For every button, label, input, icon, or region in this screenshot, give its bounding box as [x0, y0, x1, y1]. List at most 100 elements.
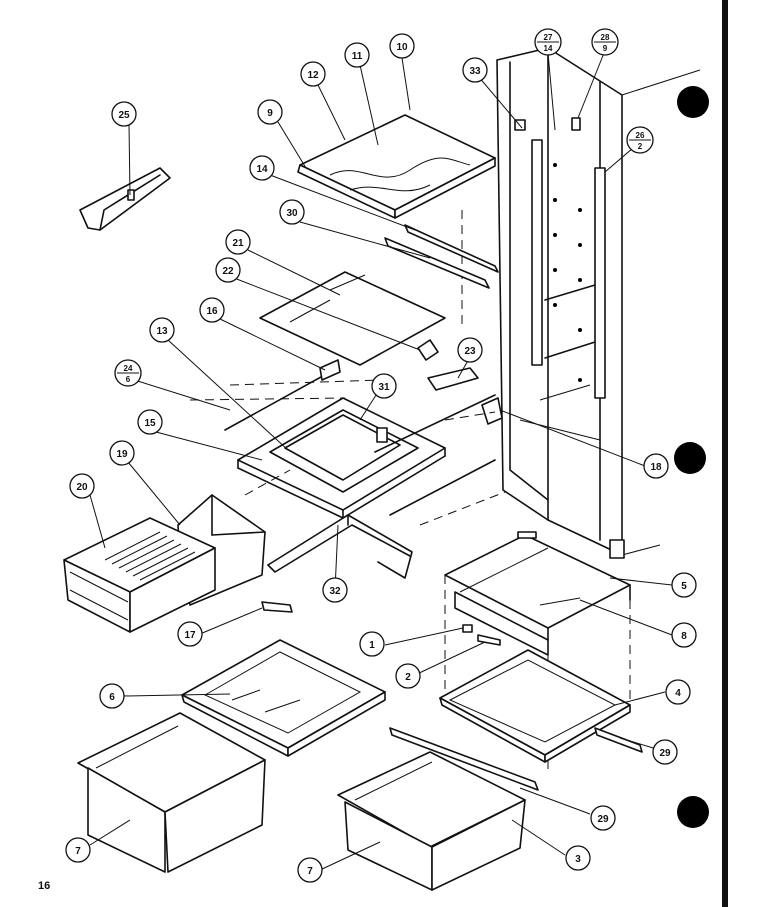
- svg-text:20: 20: [76, 482, 88, 493]
- part-23-bracket: [417, 339, 503, 425]
- svg-text:16: 16: [206, 306, 218, 317]
- part-2-slide: [477, 634, 501, 646]
- callout-30: 30: [279, 199, 305, 225]
- callout-25: 25: [111, 101, 137, 127]
- part-15-crisper-frame: [237, 397, 446, 519]
- part-11-glass-shelf: [297, 114, 496, 219]
- part-4-drawer-frame: [439, 649, 631, 763]
- part-25-bracket: [79, 167, 171, 231]
- svg-text:2: 2: [638, 142, 643, 151]
- svg-text:25: 25: [118, 110, 130, 121]
- svg-text:4: 4: [675, 688, 681, 699]
- callout-18: 18: [643, 453, 669, 479]
- callout-12: 12: [300, 61, 326, 87]
- callout-6: 6: [99, 683, 125, 709]
- svg-text:18: 18: [650, 462, 662, 473]
- part-7-crisper-pan-left: [77, 712, 266, 873]
- leader-lines: [89, 52, 673, 871]
- binding-hole-bottom: [677, 796, 709, 828]
- callout-10: 10: [389, 33, 415, 59]
- svg-text:6: 6: [126, 375, 131, 384]
- binding-hole-middle: [674, 442, 706, 474]
- svg-text:2: 2: [405, 672, 411, 683]
- part-32-tray-support: [267, 514, 413, 579]
- callout-32: 32: [322, 577, 348, 603]
- callout-5: 5: [671, 572, 697, 598]
- part-17-slide: [261, 601, 293, 613]
- callout-4: 4: [665, 679, 691, 705]
- callout-22: 22: [215, 257, 241, 283]
- callout-23: 23: [457, 337, 483, 363]
- callout-20: 20: [69, 473, 95, 499]
- binding-hole-top: [677, 86, 709, 118]
- callout-17: 17: [177, 621, 203, 647]
- part-29-rail-upper: [594, 727, 643, 753]
- callout-19: 19: [109, 440, 135, 466]
- callout-26-2: 26 2: [626, 126, 654, 154]
- part-21-glass-panel: [259, 271, 446, 366]
- callout-15: 15: [137, 409, 163, 435]
- callout-29-upper: 29: [652, 739, 678, 765]
- callout-3: 3: [565, 845, 591, 871]
- svg-text:21: 21: [232, 238, 244, 249]
- svg-text:31: 31: [378, 382, 390, 393]
- callout-1: 1: [359, 631, 385, 657]
- svg-text:14: 14: [544, 44, 553, 53]
- svg-text:23: 23: [464, 346, 476, 357]
- callout-8: 8: [671, 622, 697, 648]
- svg-text:1: 1: [369, 640, 375, 651]
- svg-text:15: 15: [144, 418, 156, 429]
- callout-14: 14: [249, 155, 275, 181]
- page-edge-bar: [722, 0, 728, 907]
- svg-text:28: 28: [601, 33, 610, 42]
- callout-29-lower: 29: [590, 805, 616, 831]
- svg-text:24: 24: [124, 364, 133, 373]
- callout-31: 31: [371, 373, 397, 399]
- svg-text:12: 12: [307, 70, 319, 81]
- page-number: 16: [38, 880, 50, 892]
- svg-text:13: 13: [156, 326, 168, 337]
- svg-text:3: 3: [575, 854, 581, 865]
- callout-9: 9: [257, 99, 283, 125]
- svg-text:17: 17: [184, 630, 196, 641]
- svg-text:33: 33: [469, 66, 481, 77]
- part-30-shelf-support: [384, 237, 490, 289]
- svg-text:29: 29: [597, 814, 609, 825]
- svg-text:5: 5: [681, 581, 687, 592]
- part-6-crisper-cover: [181, 639, 386, 757]
- svg-text:32: 32: [329, 586, 341, 597]
- callout-24-6: 24 6: [114, 359, 142, 387]
- svg-text:14: 14: [256, 164, 268, 175]
- callout-33: 33: [462, 57, 488, 83]
- callout-11: 11: [344, 42, 370, 68]
- part-29-rail-lower: [389, 727, 539, 791]
- callout-28-9: 28 9: [591, 28, 619, 56]
- svg-text:10: 10: [396, 42, 408, 53]
- svg-text:9: 9: [267, 108, 273, 119]
- part-5-crisper-box: [444, 531, 631, 656]
- svg-text:26: 26: [636, 131, 645, 140]
- svg-text:22: 22: [222, 266, 234, 277]
- svg-text:27: 27: [544, 33, 553, 42]
- callout-7-left: 7: [65, 837, 91, 863]
- svg-text:7: 7: [307, 866, 313, 877]
- callout-7-right: 7: [297, 857, 323, 883]
- callout-21: 21: [225, 229, 251, 255]
- svg-text:6: 6: [109, 692, 115, 703]
- svg-text:19: 19: [116, 449, 128, 460]
- svg-text:7: 7: [75, 846, 81, 857]
- callout-13: 13: [149, 317, 175, 343]
- part-1-clip: [462, 624, 473, 633]
- svg-text:29: 29: [659, 748, 671, 759]
- svg-text:8: 8: [681, 631, 687, 642]
- svg-text:9: 9: [603, 44, 608, 53]
- part-7-crisper-pan-right: [337, 751, 526, 891]
- svg-text:30: 30: [286, 208, 298, 219]
- part-20-drawer: [63, 517, 216, 633]
- svg-text:11: 11: [352, 51, 363, 62]
- callout-27-14: 27 14: [534, 28, 562, 56]
- callout-16: 16: [199, 297, 225, 323]
- part-16-support-rod: [224, 359, 341, 431]
- cabinet-liner-wall: [496, 47, 701, 559]
